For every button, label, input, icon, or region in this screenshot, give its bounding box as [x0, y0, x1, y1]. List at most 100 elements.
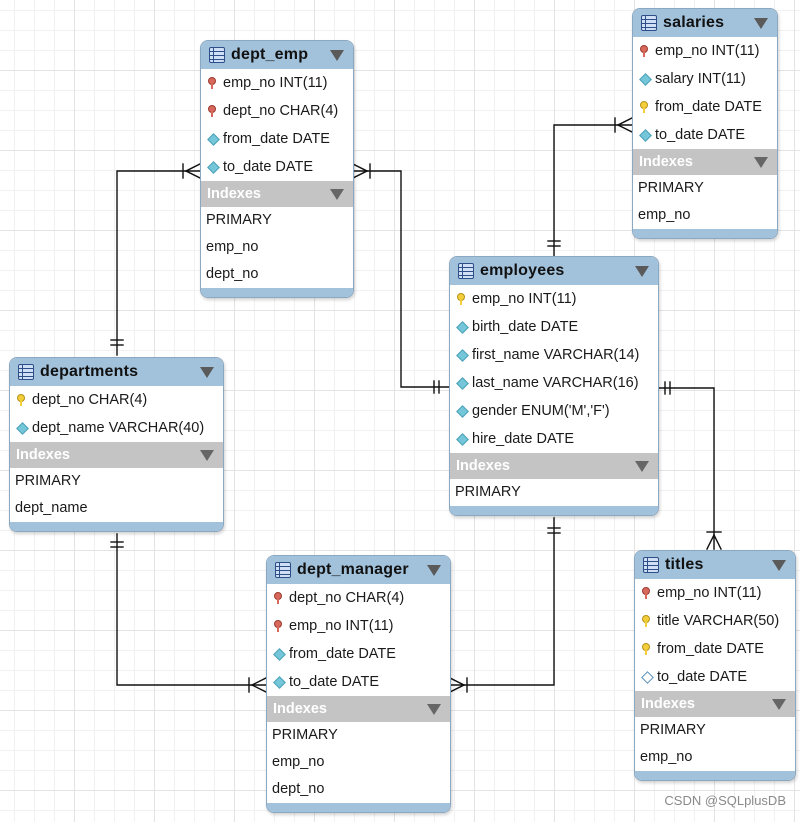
column-row[interactable]: title VARCHAR(50) [635, 607, 795, 635]
index-item[interactable]: PRIMARY [15, 473, 81, 489]
column-row[interactable]: from_date DATE [201, 125, 353, 153]
collapse-toggle-icon[interactable] [772, 560, 786, 571]
primary-key-icon [17, 394, 25, 406]
indexes-label: Indexes [273, 701, 327, 717]
column-row[interactable]: emp_no INT(11) [635, 579, 795, 607]
column-label: salary INT(11) [655, 71, 746, 87]
indexes-header[interactable]: Indexes [633, 149, 777, 175]
column-row[interactable]: to_date DATE [635, 663, 795, 691]
indexes-header[interactable]: Indexes [10, 442, 223, 468]
indexes-header[interactable]: Indexes [450, 453, 658, 479]
foreign-key-icon [208, 77, 216, 89]
table-title: departments [40, 363, 139, 380]
relationship-departments-dept-manager[interactable] [110, 533, 267, 693]
column-row[interactable]: emp_no INT(11) [201, 69, 353, 97]
table-footer [201, 288, 353, 297]
column-row[interactable]: from_date DATE [267, 640, 450, 668]
collapse-toggle-icon[interactable] [754, 18, 768, 29]
primary-key-icon [457, 293, 465, 305]
table-footer [267, 803, 450, 812]
collapse-toggle-icon[interactable] [427, 704, 441, 715]
table-employees[interactable]: employees emp_no INT(11) birth_date DATE… [449, 256, 659, 516]
table-salaries[interactable]: salaries emp_no INT(11) salary INT(11) f… [632, 8, 778, 239]
index-item[interactable]: dept_no [206, 266, 259, 282]
indexes-header[interactable]: Indexes [267, 696, 450, 722]
column-row[interactable]: hire_date DATE [450, 425, 658, 453]
table-icon [275, 562, 291, 578]
index-item[interactable]: dept_no [272, 781, 325, 797]
index-item[interactable]: dept_name [15, 500, 88, 516]
table-header[interactable]: departments [10, 358, 223, 386]
index-item[interactable]: PRIMARY [640, 722, 706, 738]
indexes-header[interactable]: Indexes [635, 691, 795, 717]
column-label: emp_no INT(11) [223, 75, 328, 91]
column-row[interactable]: dept_name VARCHAR(40) [10, 414, 223, 442]
collapse-toggle-icon[interactable] [635, 266, 649, 277]
relationship-employees-salaries[interactable] [547, 117, 633, 257]
index-item[interactable]: emp_no [272, 754, 325, 770]
relationship-employees-dept-emp[interactable] [352, 163, 450, 394]
column-label: from_date DATE [223, 131, 330, 147]
index-item[interactable]: PRIMARY [272, 727, 338, 743]
table-departments[interactable]: departments dept_no CHAR(4) dept_name VA… [9, 357, 224, 532]
column-row[interactable]: to_date DATE [267, 668, 450, 696]
column-row[interactable]: salary INT(11) [633, 65, 777, 93]
table-dept-emp[interactable]: dept_emp emp_no INT(11) dept_no CHAR(4) … [200, 40, 354, 298]
index-item[interactable]: PRIMARY [638, 180, 704, 196]
column-row[interactable]: emp_no INT(11) [633, 37, 777, 65]
indexes-header[interactable]: Indexes [201, 181, 353, 207]
collapse-toggle-icon[interactable] [200, 367, 214, 378]
relationship-employees-dept-manager[interactable] [449, 517, 561, 693]
collapse-toggle-icon[interactable] [200, 450, 214, 461]
table-header[interactable]: employees [450, 257, 658, 285]
column-row[interactable]: from_date DATE [633, 93, 777, 121]
table-header[interactable]: titles [635, 551, 795, 579]
column-row[interactable]: to_date DATE [201, 153, 353, 181]
column-row[interactable]: first_name VARCHAR(14) [450, 341, 658, 369]
table-header[interactable]: dept_manager [267, 556, 450, 584]
column-row[interactable]: emp_no INT(11) [450, 285, 658, 313]
collapse-toggle-icon[interactable] [330, 189, 344, 200]
column-label: emp_no INT(11) [655, 43, 760, 59]
table-footer [633, 229, 777, 238]
collapse-toggle-icon[interactable] [772, 699, 786, 710]
column-diamond-icon [207, 161, 220, 174]
column-row[interactable]: from_date DATE [635, 635, 795, 663]
column-row[interactable]: emp_no INT(11) [267, 612, 450, 640]
index-item[interactable]: emp_no [640, 749, 693, 765]
column-row[interactable]: gender ENUM('M','F') [450, 397, 658, 425]
relationship-employees-titles[interactable] [657, 381, 722, 550]
primary-key-icon [640, 101, 648, 113]
collapse-toggle-icon[interactable] [635, 461, 649, 472]
column-row[interactable]: dept_no CHAR(4) [267, 584, 450, 612]
column-row[interactable]: to_date DATE [633, 121, 777, 149]
table-dept-manager[interactable]: dept_manager dept_no CHAR(4) emp_no INT(… [266, 555, 451, 813]
foreign-key-icon [274, 620, 282, 632]
column-label: birth_date DATE [472, 319, 579, 335]
table-icon [18, 364, 34, 380]
index-item[interactable]: emp_no [638, 207, 691, 223]
watermark: CSDN @SQLplusDB [664, 793, 786, 808]
indexes-label: Indexes [639, 154, 693, 170]
column-row[interactable]: dept_no CHAR(4) [10, 386, 223, 414]
table-icon [209, 47, 225, 63]
table-header[interactable]: salaries [633, 9, 777, 37]
relationship-departments-dept-emp[interactable] [110, 163, 201, 356]
column-label: from_date DATE [289, 646, 396, 662]
column-row[interactable]: last_name VARCHAR(16) [450, 369, 658, 397]
column-label: last_name VARCHAR(16) [472, 375, 639, 391]
table-titles[interactable]: titles emp_no INT(11) title VARCHAR(50) … [634, 550, 796, 781]
index-item[interactable]: emp_no [206, 239, 259, 255]
column-label: emp_no INT(11) [289, 618, 394, 634]
column-label: dept_no CHAR(4) [32, 392, 148, 408]
collapse-toggle-icon[interactable] [427, 565, 441, 576]
table-header[interactable]: dept_emp [201, 41, 353, 69]
column-row[interactable]: birth_date DATE [450, 313, 658, 341]
collapse-toggle-icon[interactable] [754, 157, 768, 168]
indexes-label: Indexes [16, 447, 70, 463]
index-item[interactable]: PRIMARY [206, 212, 272, 228]
column-row[interactable]: dept_no CHAR(4) [201, 97, 353, 125]
index-item[interactable]: PRIMARY [455, 484, 521, 500]
collapse-toggle-icon[interactable] [330, 50, 344, 61]
indexes-label: Indexes [207, 186, 261, 202]
